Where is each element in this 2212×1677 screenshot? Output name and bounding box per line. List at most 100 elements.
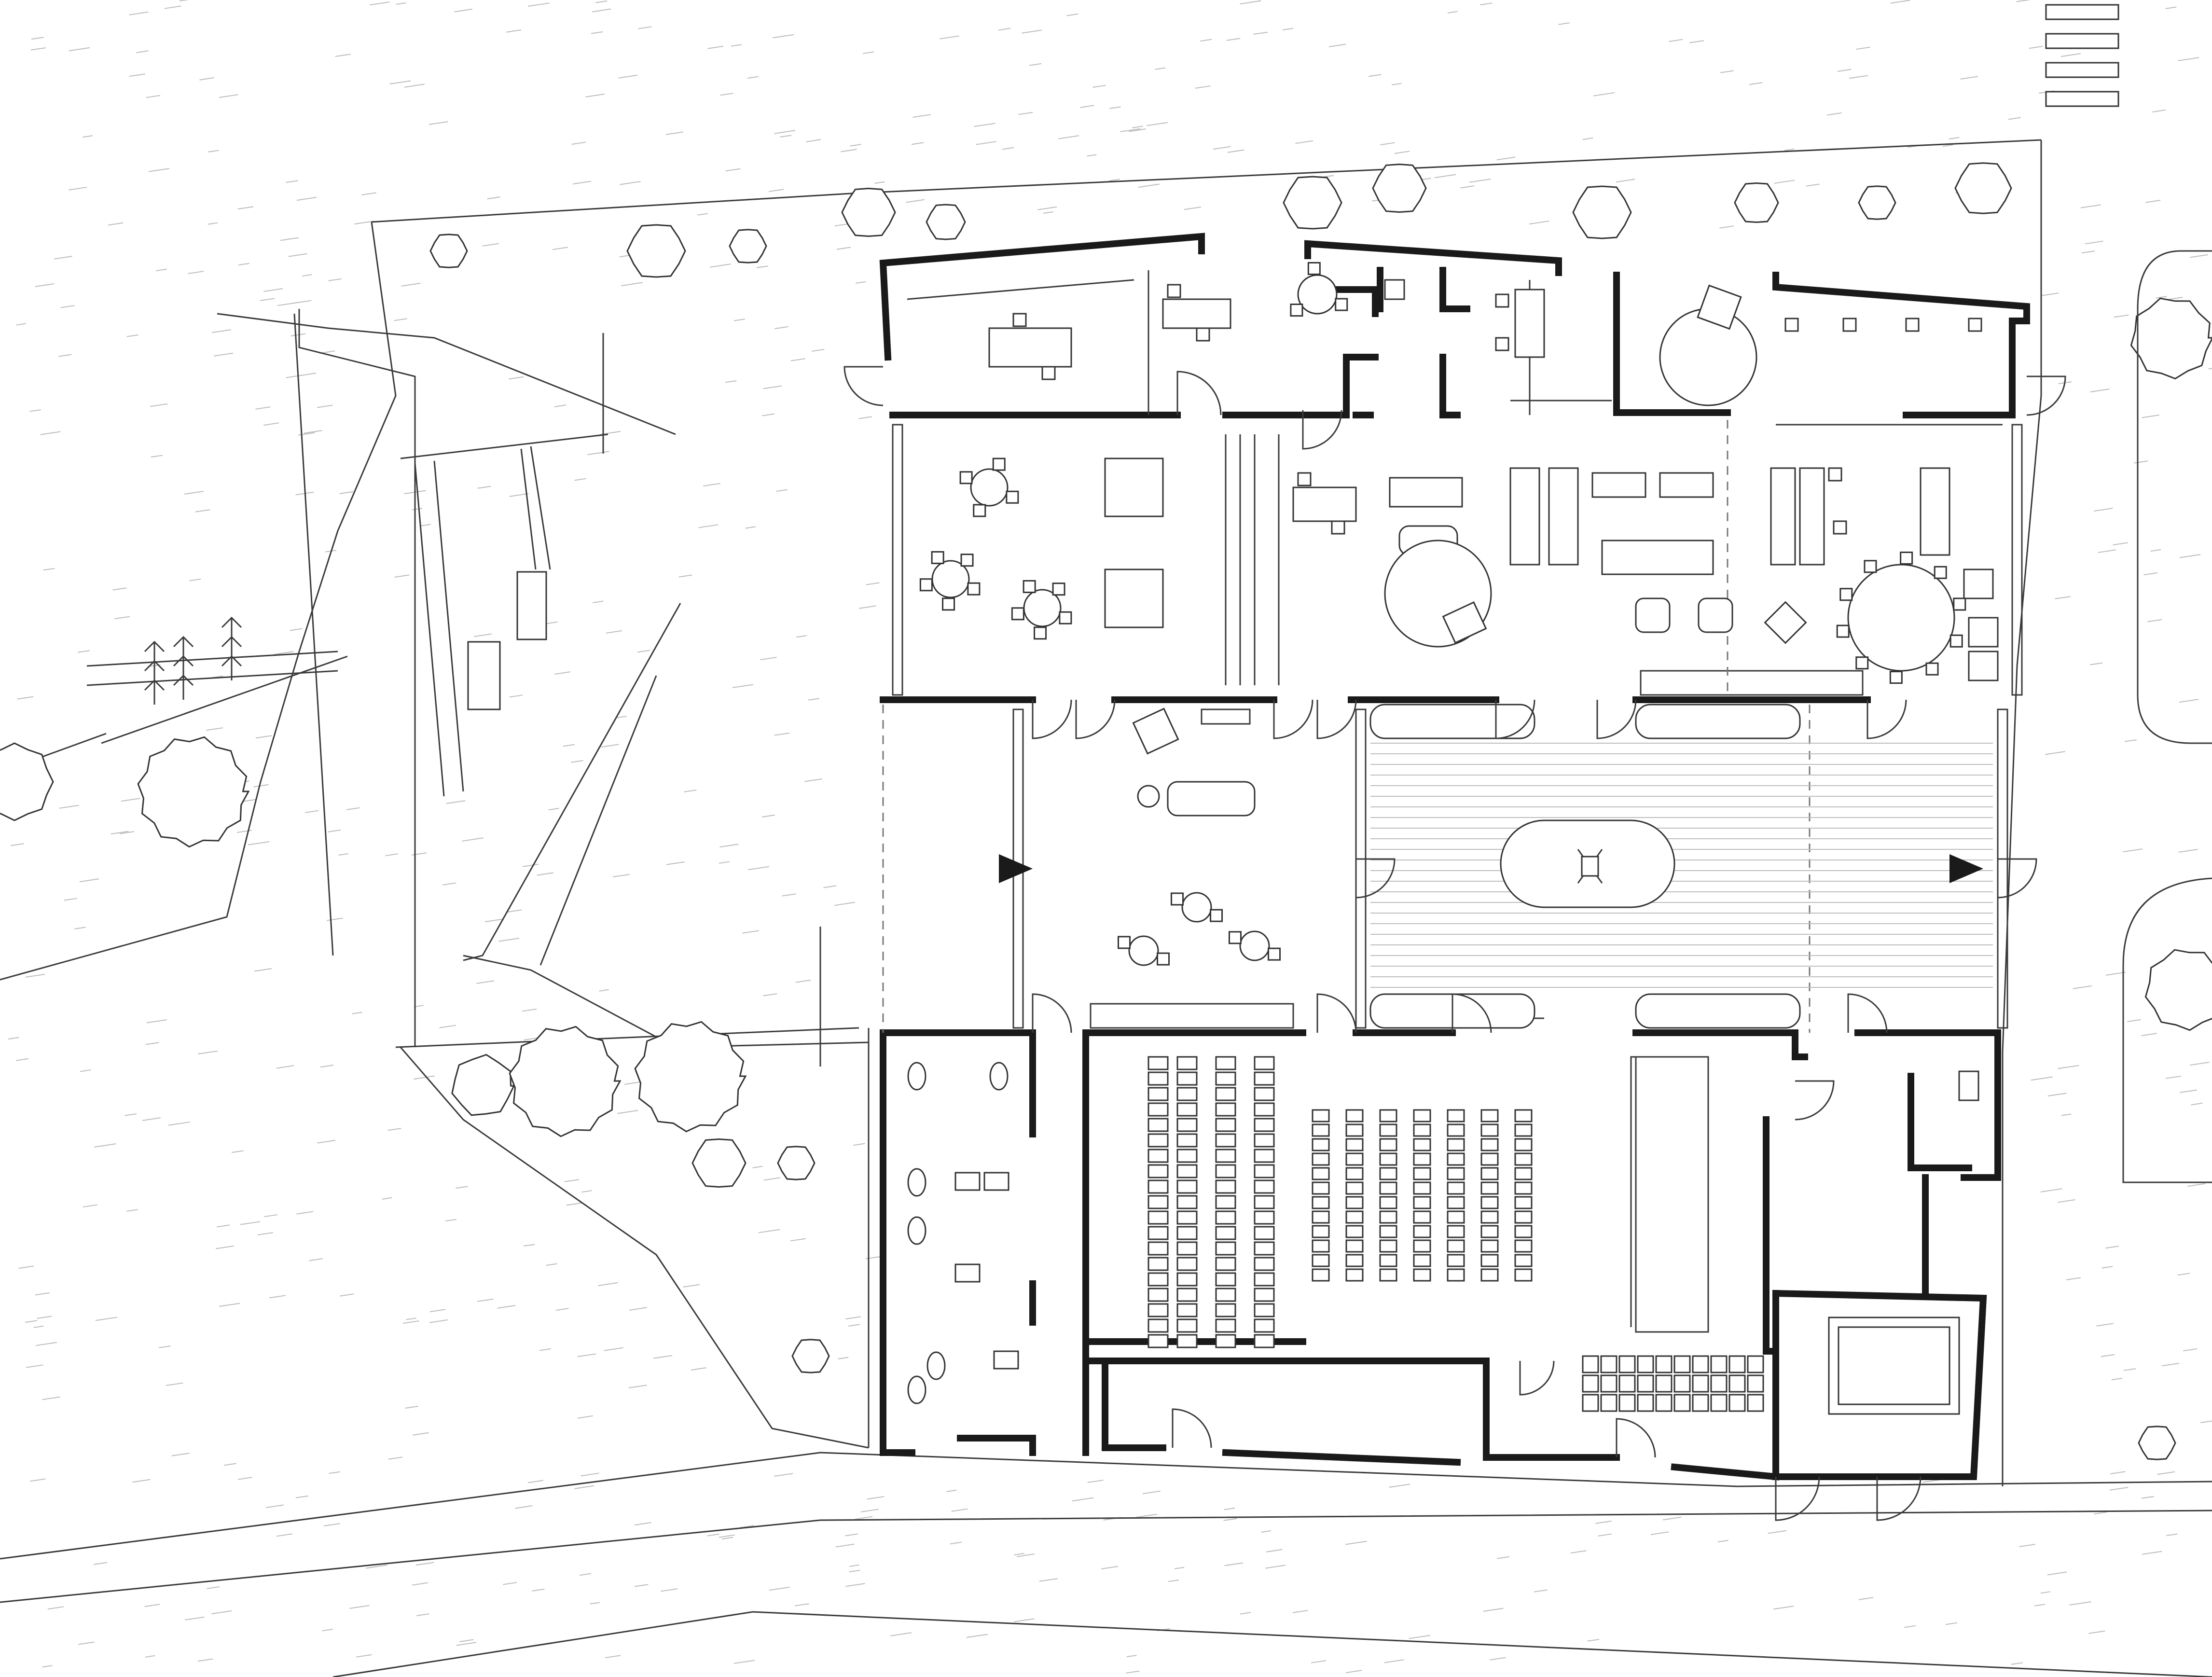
hatch-mark (132, 1479, 151, 1483)
hall-paving (1370, 743, 1993, 988)
seat (1345, 1123, 1364, 1137)
chair (1012, 313, 1027, 327)
hatch-mark (2177, 1273, 2190, 1276)
hatch-mark (613, 873, 630, 878)
door-swing (1847, 993, 1888, 1033)
hatch-mark (1014, 1618, 1035, 1622)
hatch-mark (145, 1042, 159, 1045)
seat (1618, 1394, 1636, 1412)
table (1514, 289, 1545, 358)
hatch-mark (412, 852, 427, 856)
hatch-mark (296, 1211, 314, 1215)
seat (1147, 1071, 1169, 1086)
chair (1842, 318, 1857, 332)
hatch-mark (295, 1495, 309, 1498)
seat (1176, 1195, 1198, 1209)
tree-icon (509, 1026, 622, 1137)
hatch-mark (54, 256, 72, 260)
hatch-mark (763, 385, 782, 389)
hatch-mark (1014, 1552, 1024, 1555)
door-swing (1176, 371, 1222, 416)
hatch-mark (1409, 1635, 1431, 1639)
hatch-mark (1593, 92, 1615, 97)
hatch-mark (1240, 0, 1261, 5)
hatch-mark (1240, 1612, 1251, 1615)
hatch-mark (404, 83, 425, 88)
hatch-mark (93, 1562, 108, 1565)
hatch-mark (806, 139, 821, 142)
hatch-mark (1616, 179, 1635, 183)
seat (1413, 1239, 1431, 1253)
seat (1345, 1268, 1364, 1282)
hatch-mark (527, 2, 550, 7)
hatch-mark (416, 1613, 429, 1616)
hall-oval-feature (1500, 819, 1675, 908)
hatch-mark (2090, 662, 2103, 665)
hatch-mark (2088, 1630, 2105, 1634)
hatch-mark (620, 181, 641, 185)
hatch-mark (1856, 46, 1870, 50)
hatch-mark (179, 0, 189, 1)
chair (1900, 551, 1913, 565)
hatch-mark (617, 716, 627, 719)
hatch-mark (574, 478, 586, 481)
hatch-mark (2165, 1075, 2182, 1079)
hatch-mark (394, 318, 407, 321)
seat (1747, 1394, 1764, 1412)
table (1770, 467, 1796, 566)
hatch-mark (890, 1632, 912, 1636)
seat (1147, 1288, 1169, 1302)
seat (1254, 1195, 1275, 1209)
hatch-mark (867, 1496, 885, 1500)
hatch-mark (124, 1113, 137, 1116)
seat (1215, 1272, 1236, 1287)
hatch-mark (288, 253, 307, 257)
tree-icon (451, 1053, 515, 1116)
seat (1728, 1374, 1746, 1393)
hatch-mark (18, 1265, 34, 1269)
hatch-mark (522, 863, 539, 867)
hatch-mark (415, 1562, 434, 1566)
hatch-mark (1838, 69, 1852, 72)
seat (1514, 1152, 1533, 1166)
tree-icon (841, 187, 896, 237)
chair (1331, 520, 1345, 535)
door-swing (1997, 858, 2037, 899)
seat (1413, 1109, 1431, 1123)
hatch-mark (571, 760, 583, 763)
hatch-mark (1380, 142, 1395, 146)
door-swing (1495, 699, 1535, 739)
hatch-mark (2069, 1601, 2091, 1606)
hatch-mark (2113, 542, 2128, 546)
seat (1379, 1254, 1397, 1267)
hatch-mark (339, 1293, 354, 1297)
seat (1379, 1167, 1397, 1180)
seat (1447, 1268, 1465, 1282)
door-swing (1616, 1418, 1656, 1458)
hatch-mark (849, 1564, 859, 1567)
seat (1147, 1164, 1169, 1178)
hatch-mark (796, 979, 811, 983)
hatch-mark (1849, 75, 1868, 79)
seat (1345, 1152, 1364, 1166)
hatch-mark (604, 1347, 624, 1351)
hatch-mark (35, 283, 55, 287)
hatch-mark (774, 1473, 793, 1477)
hatch-mark (946, 1489, 957, 1492)
hatch-mark (94, 1143, 116, 1148)
seat (1345, 1196, 1364, 1209)
hatch-mark (761, 413, 775, 416)
hatch-mark (628, 1385, 647, 1388)
chair (1167, 284, 1181, 298)
hatch-mark (1043, 211, 1053, 214)
seat (1215, 1226, 1236, 1240)
chair (959, 471, 973, 485)
seat (1447, 1225, 1465, 1238)
hatch-mark (188, 271, 204, 274)
seat (1312, 1167, 1330, 1180)
hatch-mark (36, 1342, 57, 1346)
hatch-mark (593, 600, 604, 603)
hatch-mark (555, 1308, 569, 1311)
seat (1413, 1152, 1431, 1166)
chair (942, 597, 955, 611)
